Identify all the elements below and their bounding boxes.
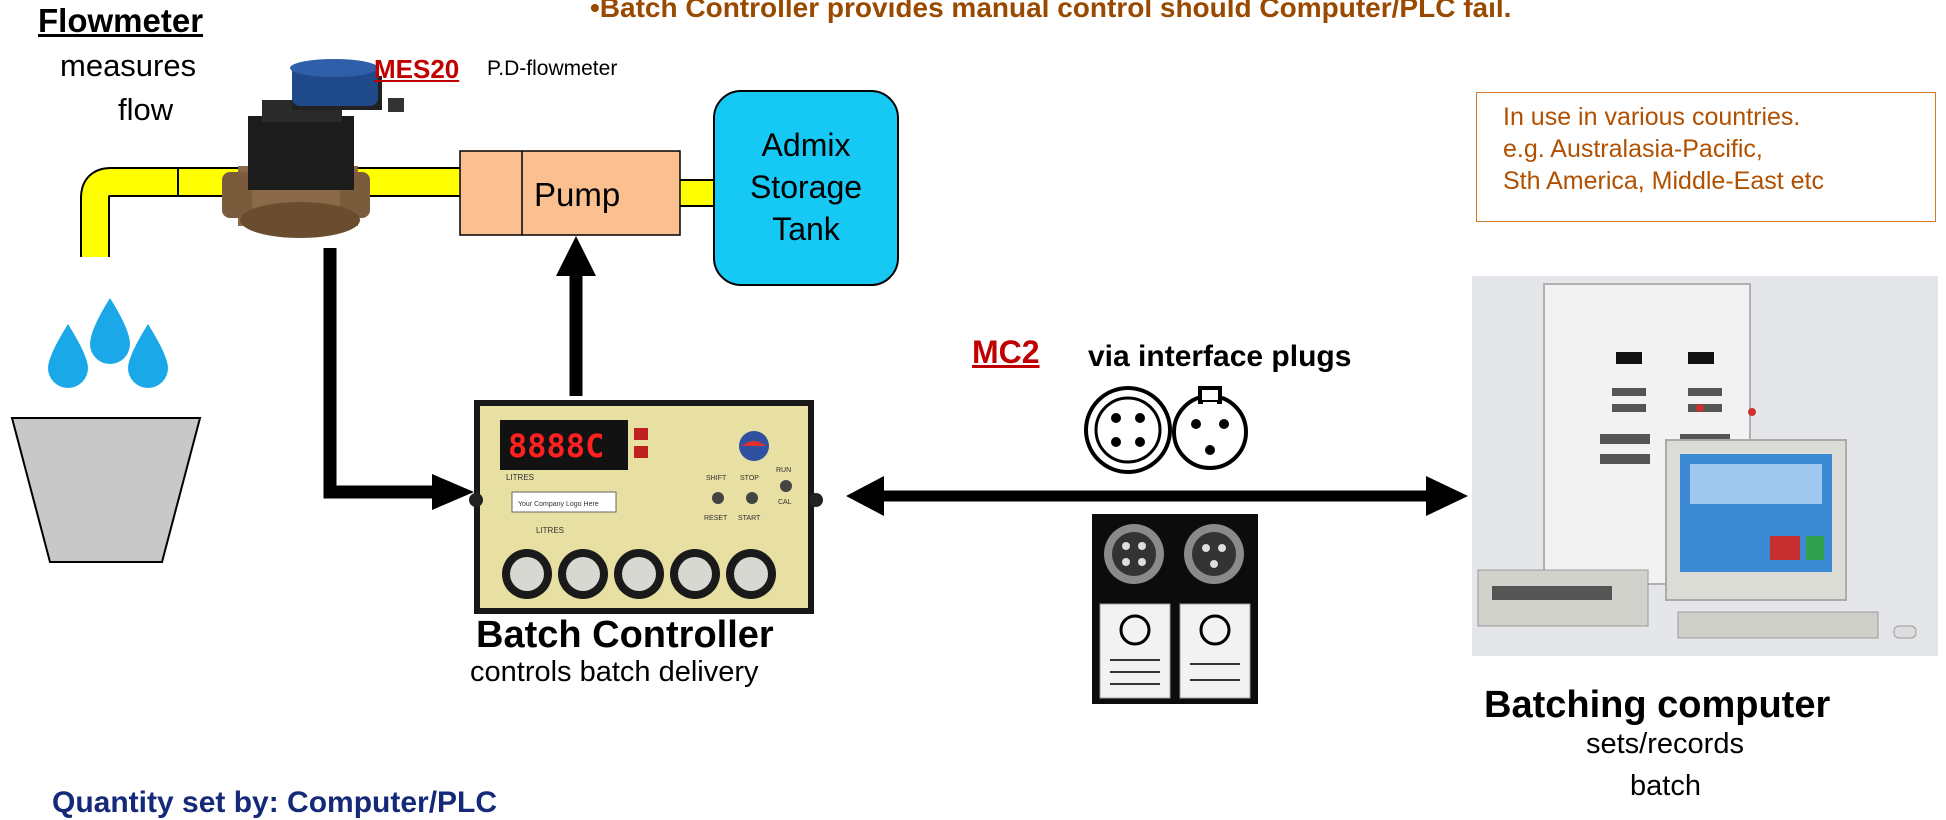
tank-label-line3: Tank [772,211,840,247]
batching-computer-title: Batching computer [1484,684,1831,726]
connector-photo [1092,514,1258,704]
countries-line1: In use in various countries. [1503,103,1801,131]
tank-label-line2: Storage [749,169,863,205]
countries-line3: Sth America, Middle-East etc [1503,167,1824,195]
bc-display-digits: 8888C [508,427,604,465]
countries-line2: e.g. Australasia-Pacific, [1503,135,1763,163]
tank-label-line1: Admix [761,127,851,163]
batching-computer-line1: sets/records [1586,728,1744,760]
batching-computer-line2: batch [1630,770,1701,802]
mc2-link[interactable]: MC2 [972,334,1040,370]
manual-control-note: •Batch Controller provides manual contro… [590,0,1512,23]
bc-panel-label2: LITRES [536,526,564,535]
quantity-set-by-note: Quantity set by: Computer/PLC [52,786,498,819]
batch-controller-subtitle: controls batch delivery [470,656,759,688]
yellow-pipe [80,167,715,257]
bc-switch-label: SHIFT [706,475,727,482]
flowmeter-image [222,59,404,238]
bc-switch-label: STOP [740,475,759,482]
pump-label: Pump [534,176,621,213]
flowmeter-desc-line2: flow [118,92,174,127]
flowmeter-desc-line1: measures [60,48,197,83]
batch-controller-title: Batch Controller [476,614,774,656]
bucket-icon [10,417,202,563]
bc-switch-label: RESET [704,515,728,522]
bc-panel-label1: LITRES [506,473,534,482]
plug-4pin-icon [1084,386,1172,474]
bc-switch-label: START [738,515,761,522]
countries-note-box: In use in various countries. e.g. Austra… [1476,92,1936,222]
mes20-description: P.D-flowmeter [487,57,618,80]
flowmeter-title: Flowmeter [38,2,204,39]
admix-storage-tank: Admix Storage Tank [713,90,899,286]
signal-arrows [323,236,1468,516]
bc-switch-label: RUN [776,467,791,474]
bc-switch-label: CAL [778,499,792,506]
pump-box [459,150,681,236]
interface-plugs-label: via interface plugs [1088,340,1352,373]
bc-dials [502,549,776,599]
bc-switch-labels: SHIFT STOP RUN RESET START CAL [704,467,792,522]
plug-3pin-icon [1172,386,1248,470]
water-drops-icon [48,298,168,388]
bc-sticker-text: Your Company Logo Here [518,501,599,508]
bc-switches [712,480,792,504]
batching-computer-photo [1472,276,1938,656]
batch-controller-device: 8888C LITRES Your Company Logo Here LITR… [469,400,823,614]
mes20-link[interactable]: MES20 [374,54,460,84]
